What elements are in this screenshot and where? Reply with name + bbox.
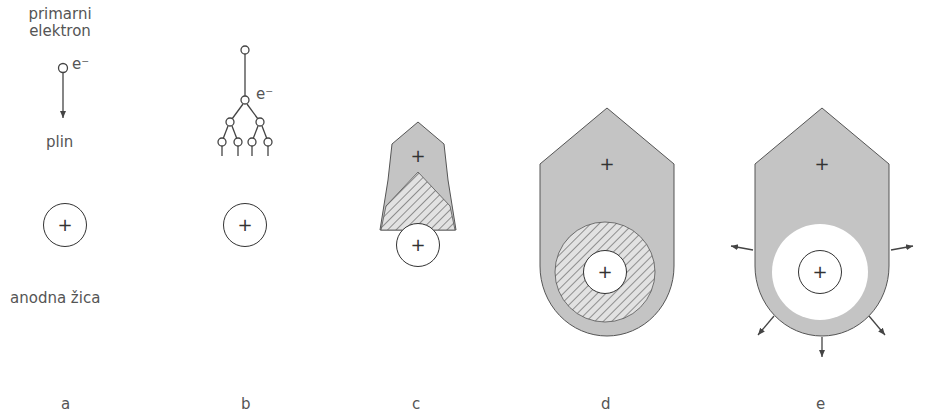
cloud-shape	[378, 120, 458, 232]
ion-cloud: ++	[753, 106, 891, 342]
anode-wire: +	[43, 203, 87, 247]
panel-letter: a	[61, 396, 70, 413]
panel-letter: e	[816, 396, 825, 413]
cloud-shape	[538, 106, 676, 342]
charge-sign: +	[812, 262, 827, 282]
charge-sign: +	[814, 154, 829, 174]
charge-sign: +	[597, 262, 612, 282]
anode-wire-label: anodna žica	[10, 290, 100, 307]
panel-letter: d	[601, 396, 611, 413]
primary-electron	[59, 64, 68, 119]
charge-sign: +	[237, 215, 252, 235]
panel-letter: b	[241, 396, 251, 413]
ion-cloud: ++	[538, 106, 676, 342]
ion-cloud: +	[378, 120, 458, 232]
anode-wire: +	[223, 203, 267, 247]
electron-symbol: e⁻	[72, 56, 89, 73]
charge-sign: +	[410, 146, 425, 166]
charge-sign: +	[57, 215, 72, 235]
charge-sign: +	[599, 154, 614, 174]
anode-wire: +	[583, 250, 627, 294]
charge-sign: +	[410, 235, 425, 255]
panel-letter: c	[412, 396, 420, 413]
electron-symbol: e⁻	[256, 86, 273, 103]
gas-label: plin	[46, 134, 73, 151]
anode-wire: +	[798, 250, 842, 294]
cloud-shape	[753, 106, 891, 342]
anode-wire: +	[396, 223, 440, 267]
electron-label: primarni elektron	[18, 6, 102, 40]
